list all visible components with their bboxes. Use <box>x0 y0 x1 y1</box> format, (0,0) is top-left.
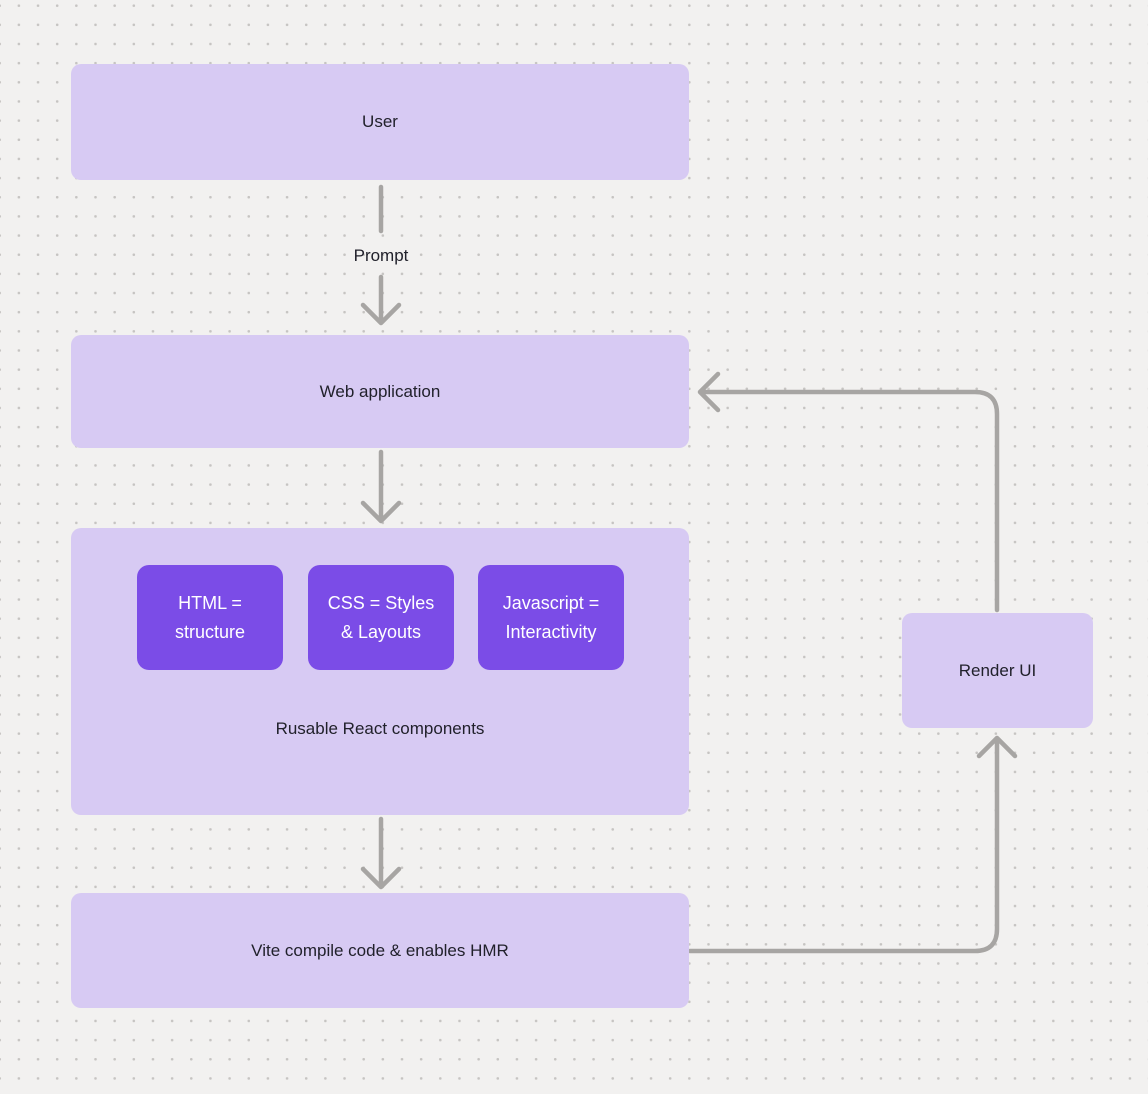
node-react-components-group[interactable]: HTML = structure CSS = Styles & Layouts … <box>71 528 689 815</box>
node-web-application[interactable]: Web application <box>71 335 689 448</box>
edge-user-to-webapp-arrow <box>360 274 402 326</box>
node-render-ui-label: Render UI <box>958 660 1037 680</box>
chip-html-label: HTML = structure <box>174 592 246 642</box>
edge-vite-to-renderui-arrow <box>687 735 1018 954</box>
node-vite[interactable]: Vite compile code & enables HMR <box>71 893 689 1008</box>
edge-renderui-to-webapp-arrow <box>697 371 1000 613</box>
edge-webapp-to-components-arrow <box>360 449 402 524</box>
node-user-label: User <box>362 112 398 131</box>
chip-javascript[interactable]: Javascript = Interactivity <box>478 565 624 670</box>
chip-css-label: CSS = Styles & Layouts <box>327 592 435 642</box>
node-vite-label: Vite compile code & enables HMR <box>251 940 509 960</box>
chip-html[interactable]: HTML = structure <box>137 565 283 670</box>
chip-javascript-label: Javascript = Interactivity <box>502 592 600 642</box>
edge-components-to-vite-arrow <box>360 816 402 890</box>
edge-label-prompt: Prompt <box>353 246 409 265</box>
node-web-application-label: Web application <box>319 381 441 401</box>
node-render-ui[interactable]: Render UI <box>902 613 1093 728</box>
chip-css[interactable]: CSS = Styles & Layouts <box>308 565 454 670</box>
components-group-caption: Rusable React components <box>275 719 485 738</box>
node-user[interactable]: User <box>71 64 689 180</box>
